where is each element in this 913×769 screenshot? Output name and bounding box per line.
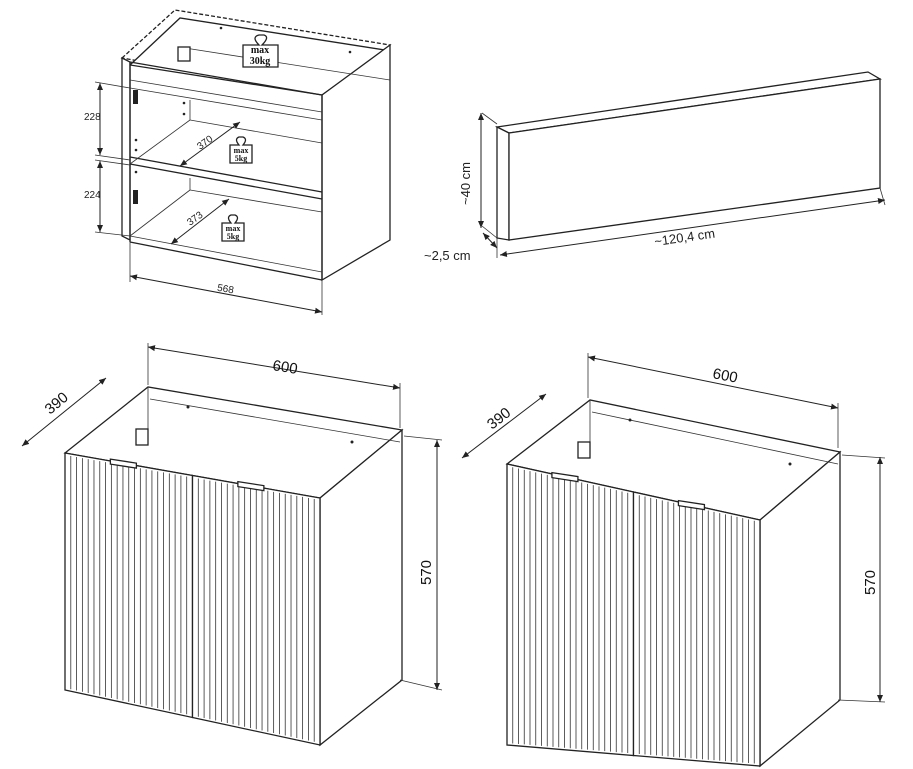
hinge-icon (133, 90, 138, 104)
dim-width: 600 (271, 357, 298, 378)
weight-label: max (234, 146, 249, 155)
mounting-hole (628, 418, 632, 422)
weight-value: 5kg (227, 232, 239, 241)
mounting-hole (186, 405, 190, 409)
door-handle-icon (237, 480, 265, 492)
mounting-hole (788, 462, 792, 466)
mounting-hole (350, 440, 354, 444)
dim-lower-height: 224 (84, 190, 101, 201)
wall-bracket-icon (177, 46, 191, 62)
weight-label: max (226, 224, 241, 233)
weight-tag-middle: max 5kg (229, 136, 253, 164)
cabinet-left-view (63, 386, 404, 747)
weight-value: 5kg (235, 154, 247, 163)
hinge-icon (133, 190, 138, 204)
weight-tag-top: max 30kg (242, 34, 279, 68)
dim-upper-height: 228 (84, 112, 101, 123)
dim-panel-height: ~40 cm (458, 162, 473, 205)
dim-height: 570 (418, 560, 435, 585)
door-handle-icon (677, 499, 706, 511)
weight-value: 30kg (250, 56, 271, 67)
back-panel: ~40 cm ~2,5 cm ~120,4 cm (424, 71, 886, 263)
door-handle-icon (109, 458, 138, 469)
cabinet-inner-rim (591, 411, 839, 465)
top-cabinet-dimensions: 228 224 370 373 568 (84, 81, 323, 315)
dim-depth: 390 (42, 389, 72, 418)
dim-height: 570 (862, 570, 879, 595)
wall-bracket-icon (135, 428, 149, 446)
dim-width: 600 (711, 365, 739, 386)
dim-depth: 390 (484, 404, 514, 433)
dim-panel-thickness: ~2,5 cm (424, 248, 471, 263)
open-cabinet-carcass (120, 9, 392, 282)
dim-lower-depth: 373 (185, 209, 205, 228)
weight-label: max (251, 45, 269, 56)
dim-width: 568 (216, 283, 235, 297)
cabinet-right-view (505, 399, 842, 768)
dim-upper-depth: 370 (195, 133, 215, 152)
door-handle-icon (551, 471, 579, 483)
wall-bracket-icon (577, 441, 591, 459)
weight-tag-bottom: max 5kg (221, 214, 245, 242)
cabinet-inner-rim (149, 398, 401, 443)
dim-panel-length: ~120,4 cm (653, 226, 716, 249)
